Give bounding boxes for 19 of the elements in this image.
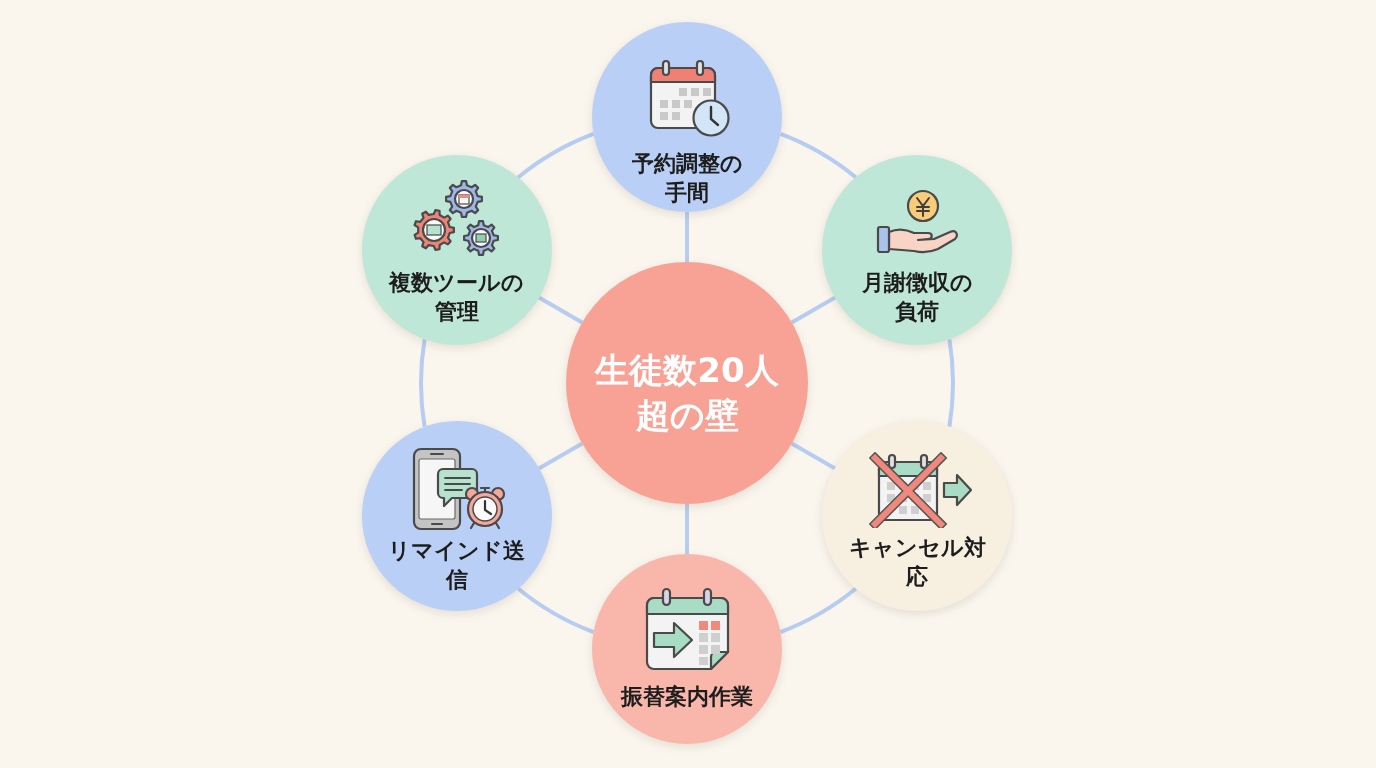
- node-label: 生徒数20人超の壁: [593, 349, 780, 437]
- connector-line: [537, 295, 584, 325]
- ring-arc: [779, 586, 858, 634]
- connector-line: [685, 504, 689, 554]
- ring-arc: [516, 132, 595, 180]
- connector-line: [537, 441, 584, 471]
- ring-arc: [779, 132, 858, 180]
- node-label: リマインド送信: [387, 537, 526, 594]
- connector-line: [685, 212, 689, 262]
- ring-arc: [419, 339, 427, 427]
- node-label: 予約調整の手間: [630, 150, 744, 207]
- ring-arc: [947, 339, 955, 427]
- node-label: 振替案内作業: [619, 683, 754, 711]
- node-label: キャンセル対応: [848, 534, 987, 591]
- node-label: 複数ツールの管理: [387, 269, 526, 326]
- connector-line: [790, 441, 837, 471]
- node-label: 月謝徴収の負荷: [860, 269, 974, 326]
- connector-line: [790, 295, 837, 325]
- ring-arc: [516, 586, 595, 634]
